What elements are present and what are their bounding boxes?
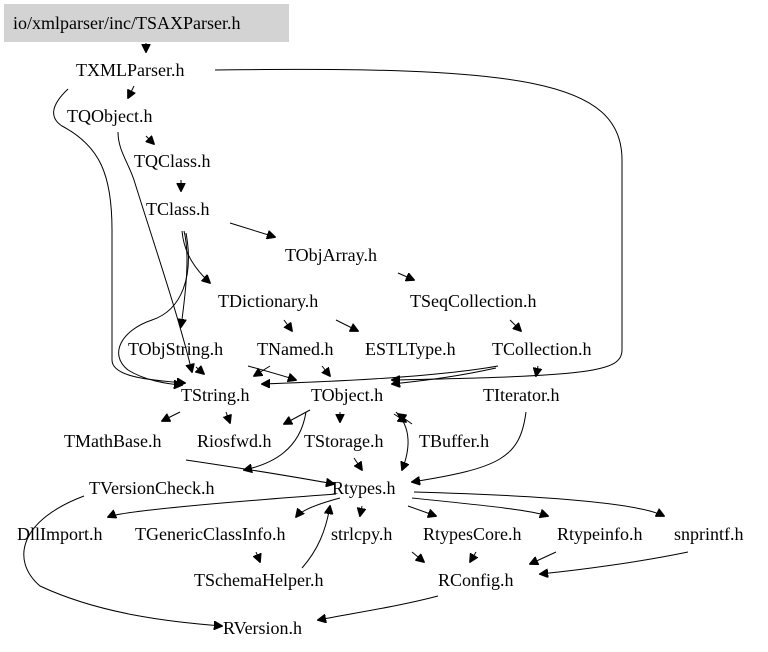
edge-tbuffer-tobject bbox=[398, 414, 413, 425]
edge-tobjstring-tstring bbox=[196, 367, 204, 374]
edge-rconfig-rversion bbox=[318, 595, 439, 620]
node-tobject[interactable]: TObject.h bbox=[311, 385, 383, 405]
node-rversion[interactable]: RVersion.h bbox=[223, 618, 302, 638]
node-tgenericclassinfo[interactable]: TGenericClassInfo.h bbox=[135, 524, 285, 544]
node-txmlparser[interactable]: TXMLParser.h bbox=[76, 60, 184, 80]
edge-snprintf-rconfig bbox=[540, 551, 689, 574]
node-riosfwd[interactable]: Riosfwd.h bbox=[197, 431, 272, 451]
node-tobjarray[interactable]: TObjArray.h bbox=[285, 245, 377, 265]
edge-txmlparser-tqobject bbox=[128, 85, 134, 98]
node-tschemahelper[interactable]: TSchemaHelper.h bbox=[194, 570, 323, 590]
node-snprintf[interactable]: snprintf.h bbox=[674, 524, 744, 544]
node-tsaxparser[interactable]: io/xmlparser/inc/TSAXParser.h bbox=[13, 13, 240, 33]
edge-rtypescore-rconfig bbox=[470, 551, 476, 562]
node-rconfig[interactable]: RConfig.h bbox=[438, 570, 514, 590]
node-dllimport[interactable]: DllImport.h bbox=[17, 524, 103, 544]
edge-tobject-rtypes bbox=[395, 411, 408, 470]
edge-titerator-rtypes bbox=[412, 411, 527, 482]
node-rtypescore[interactable]: RtypesCore.h bbox=[423, 524, 522, 544]
node-tclass[interactable]: TClass.h bbox=[146, 199, 210, 219]
edge-rtypes-snprintf bbox=[413, 491, 664, 516]
node-rtypes[interactable]: Rtypes.h bbox=[332, 478, 396, 498]
node-tobjstring[interactable]: TObjString.h bbox=[128, 339, 223, 359]
node-tnamed[interactable]: TNamed.h bbox=[257, 339, 333, 359]
root-node-highlight bbox=[4, 4, 289, 42]
node-tversioncheck[interactable]: TVersionCheck.h bbox=[89, 478, 214, 498]
edge-tgenericclassinfo-tschemahelper bbox=[256, 551, 260, 562]
node-rtypeinfo[interactable]: Rtypeinfo.h bbox=[557, 524, 643, 544]
edge-tnamed-tstring bbox=[254, 365, 271, 376]
edge-rtypes-tgenericclassinfo bbox=[296, 497, 341, 517]
edge-tobjstring-tobject bbox=[247, 365, 296, 380]
edge-tdictionary-tnamed bbox=[283, 319, 292, 331]
edge-tcollection-titerator bbox=[536, 365, 538, 376]
node-tqclass[interactable]: TQClass.h bbox=[134, 151, 211, 171]
edge-tclass-tstring bbox=[118, 232, 189, 385]
edge-tqobject-tstring bbox=[117, 131, 192, 372]
edge-tcollection-tstring bbox=[262, 365, 499, 384]
node-tqobject[interactable]: TQObject.h bbox=[67, 106, 152, 126]
edge-tstorage-rtypes bbox=[353, 457, 362, 470]
node-titerator[interactable]: TIterator.h bbox=[483, 385, 559, 405]
node-tstring[interactable]: TString.h bbox=[181, 385, 250, 405]
edge-tcollection-tobject bbox=[392, 367, 497, 384]
edge-tqobject-tqclass bbox=[146, 136, 154, 144]
edge-tclass-tdictionary bbox=[181, 230, 210, 283]
edge-rtypes-dllimport bbox=[108, 493, 337, 517]
node-tseqcollection[interactable]: TSeqCollection.h bbox=[410, 291, 536, 311]
edge-rtypes-rtypeinfo bbox=[411, 497, 548, 516]
edge-strlcpy-rconfig bbox=[411, 551, 424, 562]
node-tdictionary[interactable]: TDictionary.h bbox=[218, 291, 318, 311]
edge-tclass-tobjstring bbox=[181, 230, 188, 327]
edge-rtypes-strlcpy bbox=[360, 505, 362, 516]
edge-tclass-tobjarray bbox=[229, 222, 275, 237]
edge-rtypes-rtypescore bbox=[407, 505, 436, 516]
edge-rtypeinfo-rconfig bbox=[530, 551, 557, 564]
node-estltype[interactable]: ESTLType.h bbox=[365, 339, 456, 359]
edge-tobject-tversioncheck bbox=[244, 411, 307, 470]
edge-tmathbase-rtypes bbox=[185, 459, 334, 484]
edge-txmlparser-tstring bbox=[53, 88, 185, 383]
edge-tversioncheck-rversion bbox=[23, 495, 222, 626]
node-tcollection[interactable]: TCollection.h bbox=[492, 339, 591, 359]
edge-tseqcollection-tcollection bbox=[509, 319, 521, 331]
edge-tstring-riosfwd bbox=[226, 411, 230, 423]
node-tbuffer[interactable]: TBuffer.h bbox=[419, 431, 489, 451]
nodes: io/xmlparser/inc/TSAXParser.h TXMLParser… bbox=[13, 13, 744, 638]
edge-tnamed-tobject bbox=[322, 365, 330, 376]
edge-tobjarray-tseqcollection bbox=[397, 272, 414, 280]
node-strlcpy[interactable]: strlcpy.h bbox=[331, 524, 392, 544]
node-tmathbase[interactable]: TMathBase.h bbox=[64, 431, 161, 451]
edge-tstring-tmathbase bbox=[162, 411, 181, 421]
edge-txmlparser-tobject bbox=[214, 68, 623, 380]
edges bbox=[23, 43, 689, 626]
edge-tdictionary-estltype bbox=[335, 319, 358, 331]
edge-tschemahelper-rtypes bbox=[301, 506, 330, 569]
node-tstorage[interactable]: TStorage.h bbox=[304, 431, 383, 451]
